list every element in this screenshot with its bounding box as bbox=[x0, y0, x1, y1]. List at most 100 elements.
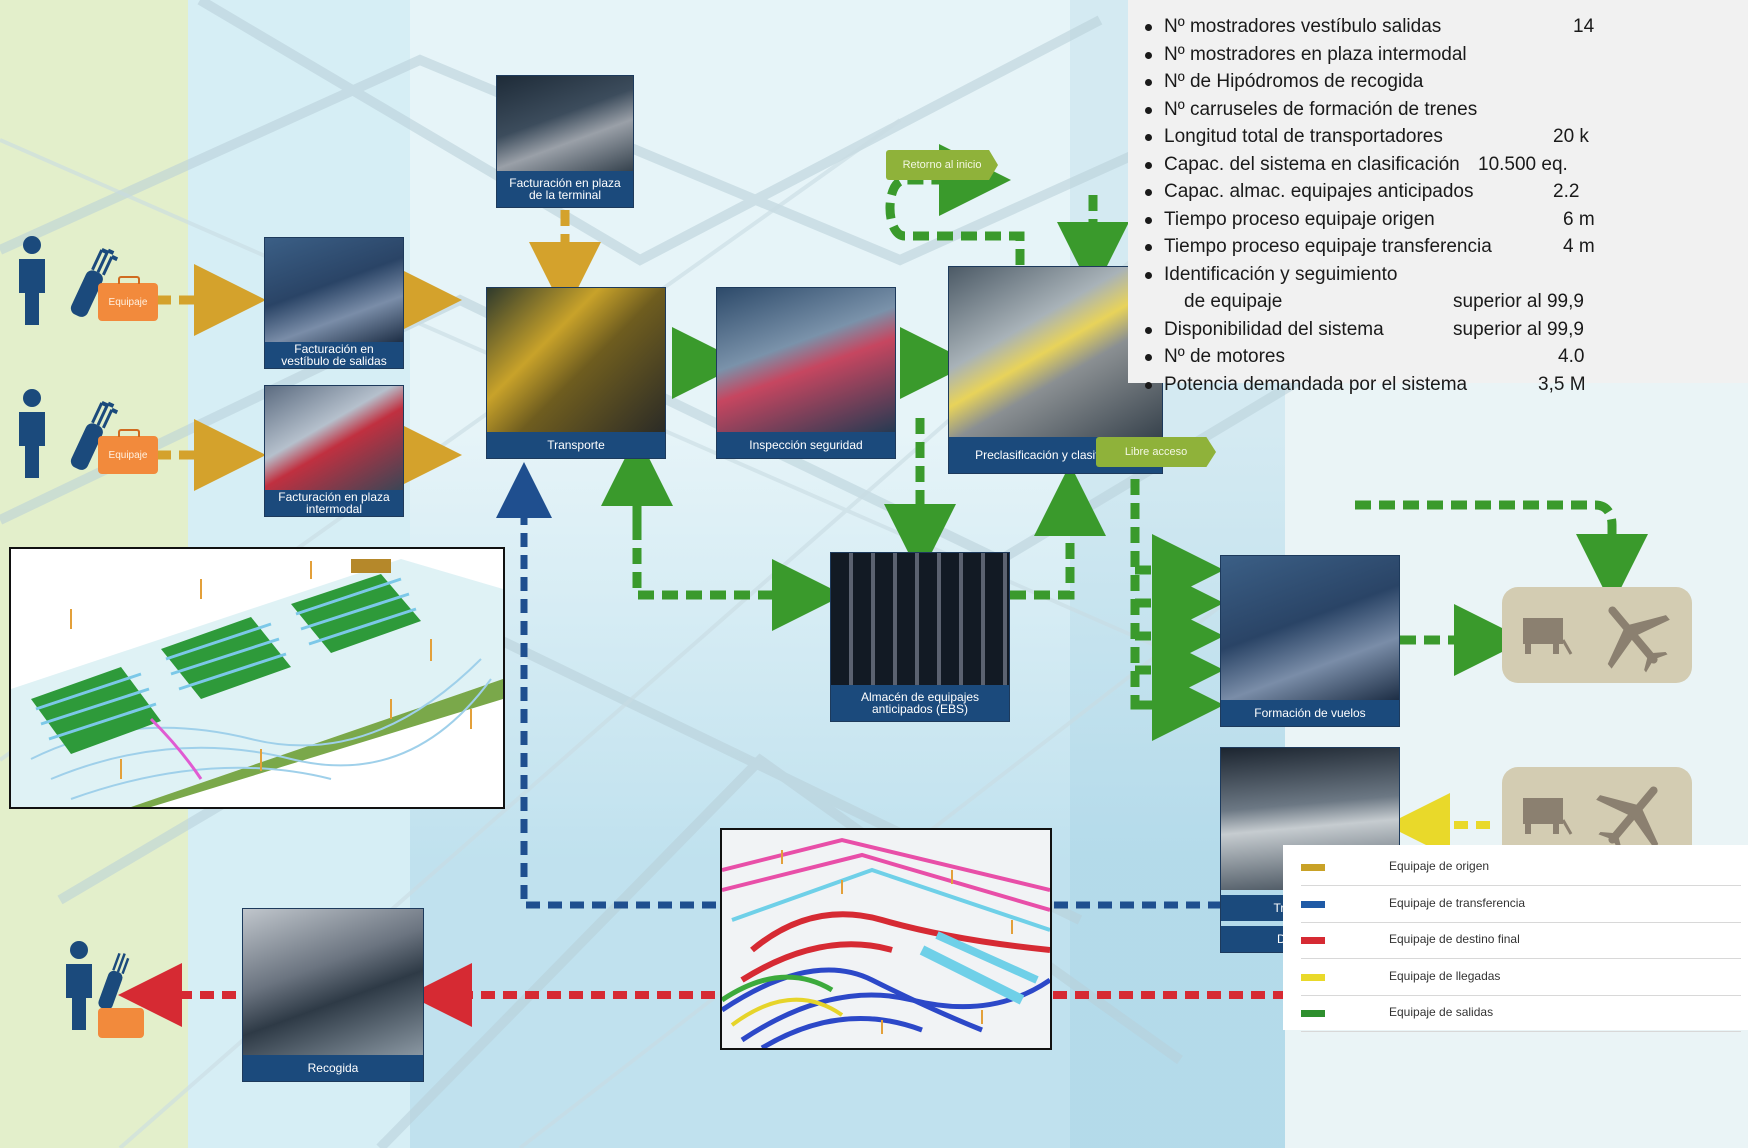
spec-value: 3,5 M bbox=[1538, 373, 1586, 395]
node-inspeccion: Inspección seguridad bbox=[716, 287, 896, 459]
arriving-passenger-icon bbox=[62, 940, 96, 1030]
bullet-icon bbox=[1145, 216, 1152, 224]
legend-swatch bbox=[1301, 900, 1325, 908]
bullet-icon bbox=[1145, 381, 1152, 389]
node-top-input: Facturación en plaza de la terminal bbox=[496, 75, 634, 208]
photo bbox=[487, 288, 665, 432]
suitcase-icon: Equipaje bbox=[98, 429, 158, 474]
tag-retorno: Retorno al inicio bbox=[886, 150, 998, 180]
node-clasificacion: Preclasificación y clasificación bbox=[948, 266, 1163, 474]
legend-label: Equipaje de transferencia bbox=[1389, 895, 1526, 910]
spec-label: Nº mostradores en plaza intermodal bbox=[1164, 43, 1467, 65]
baggage-cart-icon bbox=[1523, 618, 1573, 655]
bullet-icon bbox=[1145, 244, 1152, 251]
spec-label: Longitud total de transportadores bbox=[1164, 126, 1443, 147]
spec-label: Nº mostradores vestíbulo salidas bbox=[1164, 16, 1442, 37]
spec-row: Capac. almac. equipajes anticipados 2.2 bbox=[1128, 178, 1748, 206]
node-recogida: Recogida bbox=[242, 908, 424, 1082]
bullet-icon bbox=[1145, 161, 1152, 169]
node-caption: Recogida bbox=[243, 1055, 423, 1081]
departing-aircraft-card bbox=[1502, 587, 1692, 683]
spec-row: Capac. del sistema en clasificación 10.50… bbox=[1128, 151, 1748, 179]
baggage-cart-icon bbox=[1523, 798, 1573, 835]
spec-label: Potencia demandada por el sistema bbox=[1164, 373, 1468, 395]
legend-label: Equipaje de destino final bbox=[1389, 932, 1520, 946]
spec-value: 20 k bbox=[1553, 126, 1589, 147]
passenger-icon bbox=[15, 388, 49, 478]
photo bbox=[949, 267, 1162, 437]
legend-item: Equipaje de transferencia bbox=[1301, 886, 1741, 923]
bullet-icon bbox=[1145, 271, 1152, 279]
legend-item: Equipaje de llegadas bbox=[1301, 959, 1741, 996]
spec-label: Disponibilidad del sistema bbox=[1164, 318, 1384, 340]
suitcase-icon: Equipaje bbox=[98, 276, 158, 321]
node-almacen: Almacén de equipajes anticipados (EBS) bbox=[830, 552, 1010, 722]
bullet-icon bbox=[1145, 354, 1152, 361]
node-caption: Facturación en plaza intermodal bbox=[265, 490, 403, 516]
render-sorting-system bbox=[720, 828, 1052, 1050]
render-checkin-islands bbox=[9, 547, 505, 809]
spec-label: Nº de Hipódromos de recogida bbox=[1164, 71, 1424, 92]
node-caption: Almacén de equipajes anticipados (EBS) bbox=[831, 685, 1009, 721]
spec-label: Identificación y seguimiento bbox=[1164, 263, 1398, 285]
legend-swatch bbox=[1301, 937, 1325, 944]
spec-row: Tiempo proceso equipaje transferencia 4 m bbox=[1128, 233, 1748, 261]
spec-value: 10.500 eq. bbox=[1478, 153, 1568, 175]
spec-value: 2.2 bbox=[1553, 181, 1580, 202]
spec-value: 4.0 bbox=[1558, 346, 1585, 367]
arriving-suitcase-icon bbox=[98, 1008, 144, 1038]
departing-plane-icon bbox=[1607, 606, 1670, 673]
spec-label: Capac. del sistema en clasificación bbox=[1164, 153, 1460, 175]
golf-bag-icon bbox=[90, 950, 138, 1014]
golf-bag-icon bbox=[64, 245, 120, 323]
photo bbox=[265, 238, 403, 342]
bullet-icon bbox=[1145, 134, 1152, 141]
photo bbox=[497, 76, 633, 181]
bullet-icon bbox=[1145, 24, 1152, 31]
green-arrow-almacen-up bbox=[1010, 464, 1106, 600]
green-arrow-libre-to-plane bbox=[1355, 500, 1648, 606]
photo bbox=[265, 386, 403, 490]
spec-row: Longitud total de transportadores 20 k bbox=[1128, 123, 1748, 151]
spec-label: de equipaje bbox=[1184, 291, 1283, 312]
spec-row: Identificación y seguimiento bbox=[1128, 261, 1748, 289]
arriving-plane-icon bbox=[1596, 786, 1659, 853]
passenger-icon bbox=[15, 235, 49, 325]
bullet-icon bbox=[1145, 189, 1152, 196]
spec-row: Nº mostradores en plaza intermodal bbox=[1128, 41, 1748, 69]
legend-swatch bbox=[1301, 864, 1325, 871]
bullet-icon bbox=[1145, 79, 1152, 86]
spec-label: Tiempo proceso equipaje transferencia bbox=[1164, 236, 1492, 257]
node-caption: Facturación en vestíbulo de salidas bbox=[265, 342, 403, 368]
spec-label: Tiempo proceso equipaje origen bbox=[1164, 208, 1435, 230]
node-caption: Inspección seguridad bbox=[717, 432, 895, 458]
legend-swatch bbox=[1301, 1010, 1325, 1017]
node-caption: Formación de vuelos bbox=[1221, 700, 1399, 726]
spec-row: Nº mostradores vestíbulo salidas 14 bbox=[1128, 13, 1748, 41]
bullet-icon bbox=[1145, 326, 1152, 334]
node-transporte: Transporte bbox=[486, 287, 666, 459]
spec-row: Potencia demandada por el sistema 3,5 M bbox=[1128, 371, 1748, 399]
spec-value: 4 m bbox=[1563, 236, 1595, 257]
photo bbox=[717, 288, 895, 432]
node-caption: Transporte bbox=[487, 432, 665, 458]
legend-label: Equipaje de origen bbox=[1389, 859, 1490, 873]
green-arrow-retorno-loop bbox=[885, 144, 1025, 265]
node-facturacion-intermodal: Facturación en plaza intermodal bbox=[264, 385, 404, 517]
green-arrow-to-almacen bbox=[632, 500, 844, 631]
spec-row: Nº carruseles de formación de trenes bbox=[1128, 96, 1748, 124]
legend-item: Equipaje de origen bbox=[1301, 849, 1741, 886]
spec-label: Capac. almac. equipajes anticipados bbox=[1164, 181, 1474, 202]
node-caption: Preclasificación y clasificación bbox=[949, 437, 1162, 473]
bullet-icon bbox=[1145, 106, 1152, 114]
legend-swatch bbox=[1301, 973, 1325, 981]
spec-label: Nº carruseles de formación de trenes bbox=[1164, 98, 1478, 120]
node-formacion: Formación de vuelos bbox=[1220, 555, 1400, 727]
node-caption: Facturación en plaza de la terminal bbox=[497, 171, 633, 207]
spec-value: 14 bbox=[1573, 16, 1595, 37]
bullet-icon bbox=[1145, 51, 1152, 59]
